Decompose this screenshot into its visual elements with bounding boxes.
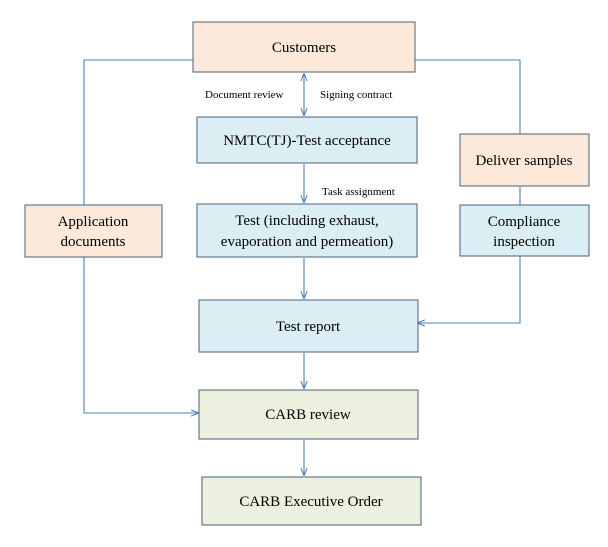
node-compliance-label-line1: Compliance	[488, 214, 561, 230]
node-application-documents-box	[24, 204, 163, 258]
node-compliance-label-line2: inspection	[493, 234, 555, 250]
connectors	[83, 59, 521, 475]
node-test-box	[196, 203, 418, 258]
node-test-report: Test report	[198, 299, 419, 353]
node-compliance-inspection-box	[459, 204, 590, 257]
label-signing-contract: Signing contract	[320, 89, 392, 101]
node-deliver-samples-box	[459, 133, 590, 187]
node-carb-order-box	[201, 476, 422, 526]
node-carb-order: CARB Executive Order	[201, 476, 422, 526]
edge-customers-application	[83, 59, 193, 205]
label-task-assignment: Task assignment	[322, 186, 395, 198]
node-deliver-samples-label: Deliver samples	[475, 153, 572, 169]
node-test-report-label: Test report	[276, 319, 341, 335]
edge-compliance-report	[418, 256, 521, 323]
node-application-label-line1: Application	[58, 214, 129, 230]
node-application-label-line2: documents	[61, 234, 126, 250]
node-carb-review-label: CARB review	[265, 407, 351, 423]
node-test-label-line2: evaporation and permeation)	[221, 234, 393, 250]
node-test-report-box	[198, 299, 419, 353]
node-customers: Customers	[192, 21, 416, 73]
node-application-documents: Application documents	[24, 204, 163, 258]
node-nmtc-label: NMTC(TJ)-Test acceptance	[223, 133, 391, 149]
node-test-label-line1: Test (including exhaust,	[235, 213, 379, 229]
node-carb-review: CARB review	[198, 389, 419, 440]
node-customers-label: Customers	[272, 40, 336, 56]
node-carb-order-label: CARB Executive Order	[239, 494, 382, 510]
node-deliver-samples: Deliver samples	[459, 133, 590, 187]
node-customers-box	[192, 21, 416, 73]
node-compliance-inspection: Compliance inspection	[459, 204, 590, 257]
node-test: Test (including exhaust, evaporation and…	[196, 203, 418, 258]
label-document-review: Document review	[205, 89, 284, 101]
node-nmtc: NMTC(TJ)-Test acceptance	[196, 116, 418, 164]
node-nmtc-box	[196, 116, 418, 164]
edge-application-review	[83, 257, 198, 413]
node-carb-review-box	[198, 389, 419, 440]
edge-customers-samples	[415, 59, 521, 134]
